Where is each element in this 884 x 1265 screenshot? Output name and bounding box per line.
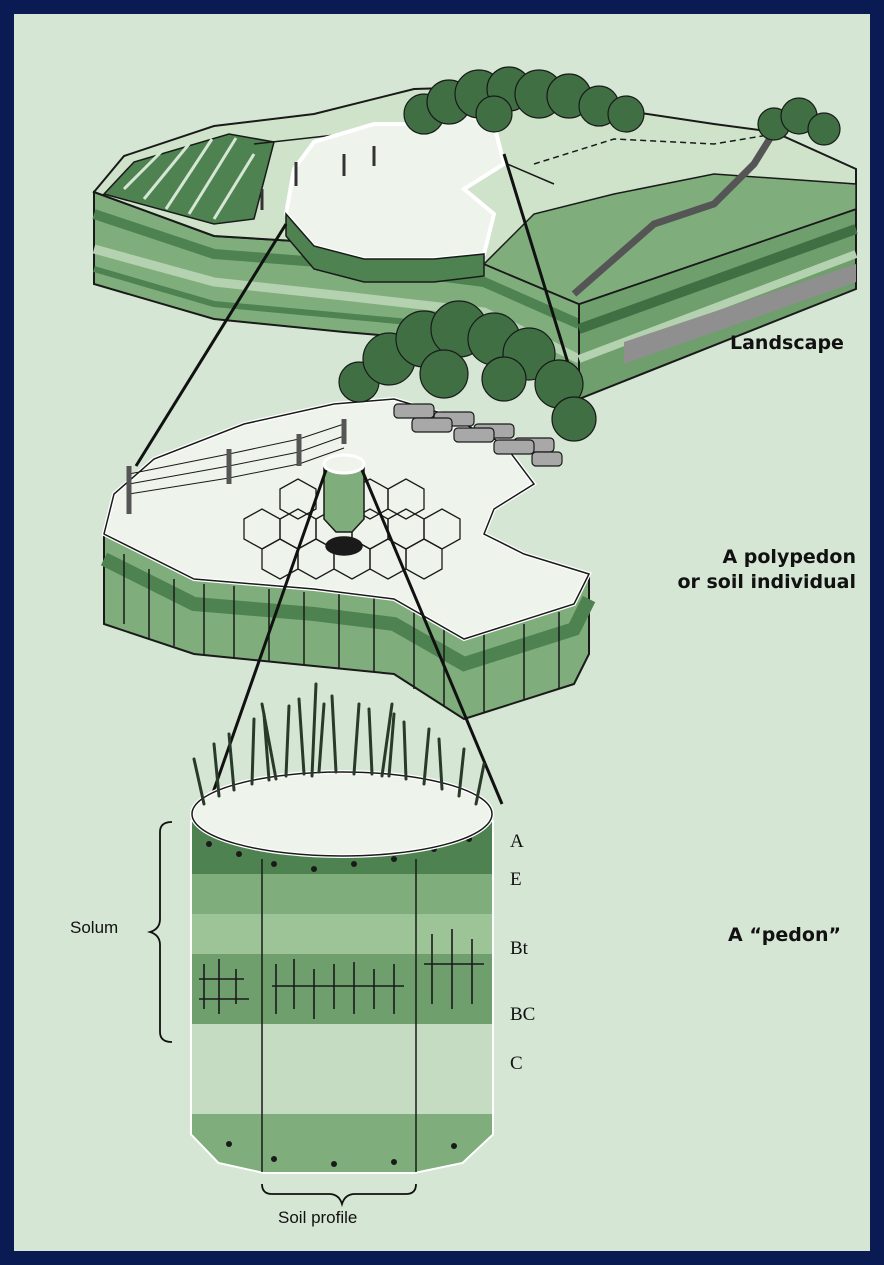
horizon-label-c: C [510,1053,523,1075]
solum-label: Solum [70,918,118,938]
soil-hierarchy-diagram [14,14,870,1251]
small-pedon-core [324,455,364,555]
polypedon-block [104,301,596,719]
horizon-label-e: E [510,869,522,891]
horizon-label-a: A [510,831,524,853]
diagram-frame: Landscape A polypedon or soil individual… [14,14,870,1251]
soil-profile-label: Soil profile [278,1208,357,1228]
landscape-label: Landscape [730,332,844,354]
soil-profile-brace [262,1184,416,1204]
pedon-block [192,684,492,1172]
polypedon-label-line1: A polypedon [722,546,856,568]
horizon-label-bc: BC [510,1004,535,1026]
pedon-label: A “pedon” [728,924,841,946]
polypedon-label-line2: or soil individual [677,571,856,593]
horizon-label-bt: Bt [510,938,528,960]
solum-brace [150,822,172,1042]
